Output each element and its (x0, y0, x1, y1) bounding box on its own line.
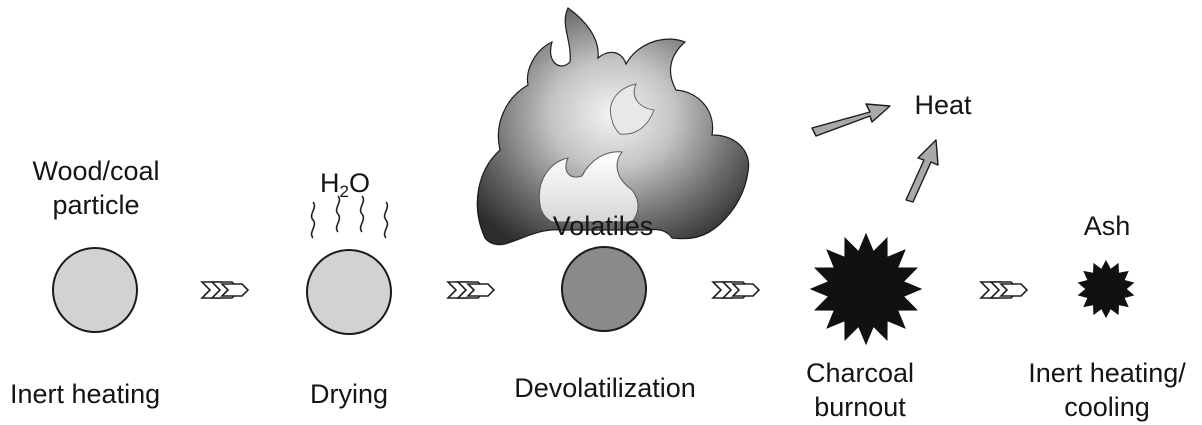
ash-label: Ash (1083, 211, 1131, 241)
particle-label-line-1: Wood/coal (32, 156, 160, 186)
flame-icon (476, 7, 750, 246)
steam-wisps-icon (310, 195, 389, 239)
process-arrow-icon (446, 281, 496, 299)
charcoal-particle-icon (809, 232, 923, 346)
ash-particle-icon (1077, 259, 1135, 319)
process-arrow-icon (711, 281, 761, 299)
particle-label-line-2: particle (52, 190, 140, 220)
water-vapor-label: H2O (320, 167, 370, 201)
water-label-h: H (320, 168, 340, 198)
water-label-o: O (348, 168, 370, 198)
inert-cooling-line-1: Inert heating/ (1028, 358, 1186, 388)
charcoal-burnout-line-2: burnout (814, 392, 906, 422)
volatiles-label: Volatiles (552, 211, 654, 241)
process-arrow-icon (979, 281, 1029, 299)
drying-caption: Drying (309, 379, 389, 409)
wood-coal-particle-icon (52, 247, 138, 333)
heat-label: Heat (914, 90, 972, 120)
inert-heating-caption: Inert heating (10, 379, 161, 409)
devolatilization-caption: Devolatilization (514, 373, 696, 403)
heat-arrow-icon (811, 103, 891, 137)
water-label-subscript: 2 (339, 182, 349, 201)
inert-cooling-caption: Inert heating/ cooling (1012, 356, 1202, 424)
charcoal-burnout-line-1: Charcoal (805, 358, 915, 388)
charcoal-burnout-caption: Charcoal burnout (800, 356, 920, 424)
heat-arrow-icon (905, 139, 939, 203)
inert-cooling-line-2: cooling (1064, 392, 1150, 422)
particle-label: Wood/coal particle (18, 154, 174, 222)
devolatilizing-particle-icon (561, 246, 647, 332)
drying-particle-icon (306, 249, 392, 335)
process-arrow-icon (200, 281, 250, 299)
